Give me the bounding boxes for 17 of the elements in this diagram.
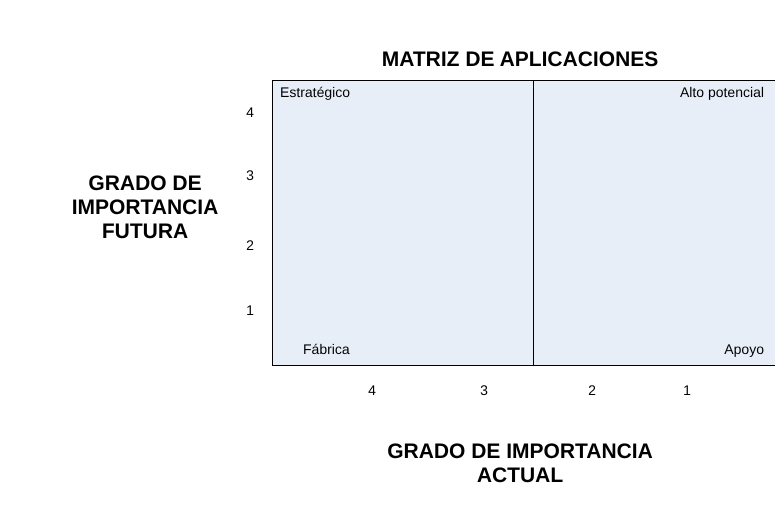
tick-label: 4 — [367, 382, 377, 398]
quadrant-label: Fábrica — [303, 341, 350, 358]
axis-title: GRADO DE IMPORTANCIA FUTURA — [70, 172, 220, 244]
quadrant-label: Estratégico — [280, 84, 350, 101]
tick-label: 2 — [245, 237, 255, 253]
quadrant-label: Apoyo — [723, 341, 764, 358]
tick-label: 2 — [587, 382, 597, 398]
quadrant-panel — [533, 80, 775, 366]
tick-label: 1 — [682, 382, 692, 398]
tick-label: 4 — [245, 104, 255, 120]
chart-title: MATRIZ DE APLICACIONES — [380, 48, 660, 72]
quadrant-panel — [272, 80, 534, 366]
tick-label: 3 — [245, 167, 255, 183]
quadrant-label: Alto potencial — [678, 84, 764, 101]
axis-title: GRADO DE IMPORTANCIA ACTUAL — [386, 440, 654, 488]
tick-label: 1 — [245, 302, 255, 318]
tick-label: 3 — [479, 382, 489, 398]
